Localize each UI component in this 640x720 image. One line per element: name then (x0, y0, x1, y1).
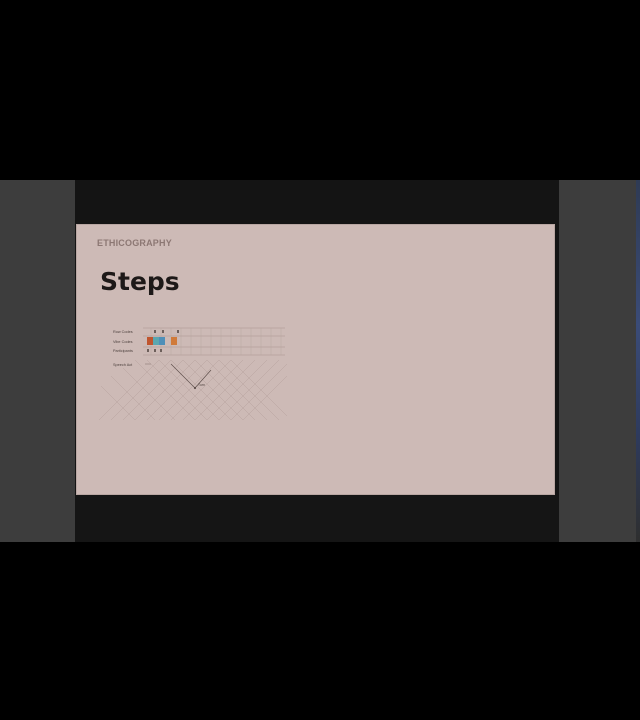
turn-label: Turn (198, 383, 205, 387)
row-label-row-codes: Row Codes (113, 330, 133, 334)
participant-marks (147, 349, 162, 352)
turn-point (193, 386, 197, 390)
video-frame: ETHICOGRAPHY Steps Row Codes Vibe Codes … (0, 180, 640, 542)
vibe-code-blocks (147, 337, 177, 345)
presentation-screen: ETHICOGRAPHY Steps Row Codes Vibe Codes … (75, 180, 559, 542)
right-letterbox (559, 180, 640, 542)
row-label-speech-act: Speech Act (113, 363, 133, 367)
vibe-block-orange (171, 337, 177, 345)
vibe-block-teal (153, 337, 159, 345)
slide-kicker: ETHICOGRAPHY (97, 238, 172, 248)
right-edge-accent (636, 180, 640, 542)
slide-title: Steps (100, 267, 180, 296)
column-grid (150, 328, 282, 355)
ethicography-diagram: Row Codes Vibe Codes Participants Speech… (99, 327, 288, 421)
left-letterbox (0, 180, 75, 542)
row-label-participants: Participants (113, 349, 133, 353)
bottom-letterbox (75, 496, 559, 542)
diagonal-lattice (99, 359, 288, 421)
vibe-block-blue (159, 337, 165, 345)
row-label-vibe-codes: Vibe Codes (113, 340, 133, 344)
row-code-marks (154, 330, 179, 333)
row-rules (143, 327, 285, 356)
vibe-block-red (147, 337, 153, 345)
slide: ETHICOGRAPHY Steps Row Codes Vibe Codes … (76, 224, 555, 495)
